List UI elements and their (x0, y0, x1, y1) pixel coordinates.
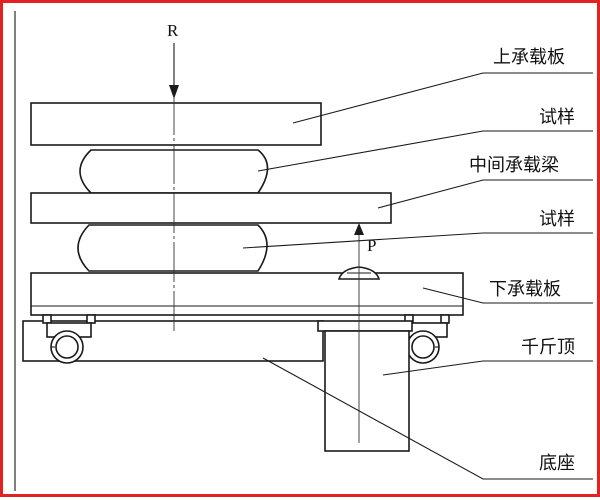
label-jack: 千斤顶 (521, 337, 575, 358)
leader-middle-beam (377, 179, 593, 209)
left-roller (46, 322, 92, 364)
leader-lower-plate (422, 287, 593, 304)
label-lower-bearing-plate: 下承载板 (489, 279, 561, 300)
hydraulic-jack (317, 320, 413, 452)
leader-specimen-bottom (242, 232, 593, 249)
leader-jack (382, 360, 593, 376)
label-base: 底座 (539, 453, 575, 474)
load-p-symbol: P (367, 236, 376, 255)
load-p-arrowhead (354, 223, 364, 235)
leader-lines (242, 72, 593, 480)
leader-specimen-top (257, 130, 593, 172)
label-upper-bearing-plate: 上承载板 (493, 47, 565, 68)
label-specimen-bottom: 试样 (539, 209, 575, 230)
test-rig-diagram: R P (14, 11, 593, 491)
label-middle-bearing-beam: 中间承载梁 (469, 155, 559, 176)
load-r-symbol: R (167, 21, 179, 40)
lower-bearing-plate (30, 272, 464, 316)
leader-upper-plate (292, 72, 593, 124)
leader-base (262, 357, 593, 480)
middle-bearing-beam (30, 192, 392, 224)
upper-bearing-plate (30, 102, 322, 146)
specimen-bottom (77, 224, 268, 272)
label-specimen-top: 试样 (539, 107, 575, 128)
load-r-arrow (169, 43, 179, 99)
